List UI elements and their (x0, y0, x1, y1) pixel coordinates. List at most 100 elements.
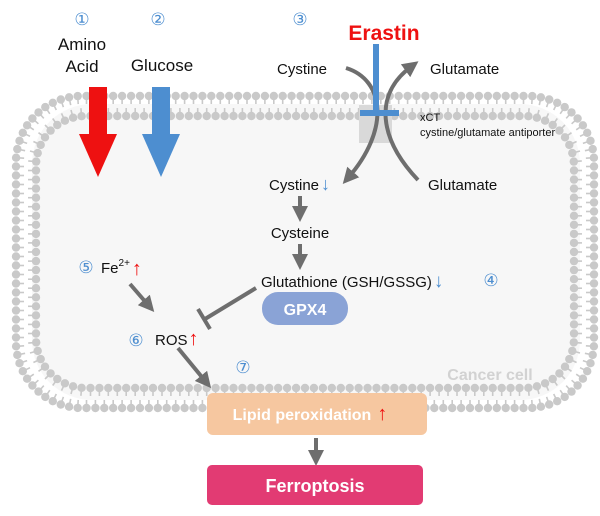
lipid-head (565, 354, 574, 364)
lipid-head (238, 383, 247, 393)
lipid-head (117, 403, 127, 413)
lipid-head (11, 297, 21, 306)
lipid-head (555, 369, 564, 378)
lipid-head (31, 320, 41, 329)
lipid-head (456, 403, 466, 413)
lipid-head (144, 403, 154, 413)
lipid-head (465, 91, 475, 101)
lipid-head (403, 91, 412, 101)
lipid-head (578, 121, 588, 130)
cystine-inside-label: Cystine↓ (269, 174, 330, 194)
lipid-head (479, 111, 488, 121)
lipid-head (461, 111, 471, 121)
lipid-head (31, 329, 41, 338)
lipid-head (32, 157, 41, 166)
lipid-head (448, 403, 457, 413)
lipid-head (36, 354, 45, 364)
lipid-head (11, 288, 21, 297)
lipid-head (202, 111, 211, 121)
lipid-head (417, 383, 426, 393)
lipid-head (589, 225, 599, 234)
lipid-head (470, 111, 479, 121)
lipid-head (524, 383, 533, 392)
lipid-head (82, 403, 91, 413)
lipid-head (287, 91, 296, 101)
lipid-head (589, 261, 599, 270)
lipid-head (434, 111, 444, 121)
lipid-head (548, 374, 557, 384)
lipid-head (278, 91, 287, 101)
lipid-head (501, 403, 510, 413)
cell-interior (32, 104, 580, 400)
lipid-head (323, 91, 332, 101)
lipid-head (515, 383, 524, 393)
lipid-head (86, 383, 95, 393)
lipid-head (528, 91, 537, 101)
lipid-head (569, 265, 579, 275)
lipid-head (31, 184, 41, 193)
lipid-head (586, 359, 595, 368)
lipid-head (11, 324, 21, 333)
lipid-head (77, 383, 86, 392)
lipid-head (211, 111, 220, 121)
lipid-head (202, 383, 211, 393)
lipid-head (569, 211, 579, 220)
lipid-head (100, 403, 109, 413)
lipid-head (64, 93, 74, 102)
lipid-head (216, 91, 225, 101)
lipid-head (390, 383, 399, 393)
lipid-head (157, 383, 167, 393)
lipid-head (560, 102, 569, 112)
lipid-head (162, 403, 171, 413)
lipid-head (300, 383, 310, 393)
lipid-head (567, 387, 576, 396)
lipid-head (126, 403, 136, 413)
lipid-head (589, 189, 599, 198)
lipid-head (282, 383, 292, 393)
lipid-head (524, 112, 533, 121)
lipid-head (265, 383, 274, 393)
lipid-head (327, 111, 336, 121)
lipid-head (305, 91, 314, 101)
lipid-head (41, 102, 50, 112)
lipid-head (461, 383, 471, 393)
lipid-head (479, 383, 488, 393)
amino-acid-arrow (79, 87, 117, 177)
lipid-head (408, 383, 417, 393)
lipid-head (11, 225, 21, 234)
lipid-head (13, 144, 22, 154)
ferroptosis-box (207, 465, 423, 505)
lipid-head (40, 133, 50, 142)
lipid-head (553, 397, 562, 406)
lipid-head (421, 91, 430, 101)
lipid-head (545, 95, 554, 104)
amino-label-line1: Amino (58, 35, 106, 54)
lipid-head (265, 111, 274, 121)
lipid-head (448, 91, 457, 101)
lipid-head (56, 400, 65, 409)
lipid-head (569, 320, 579, 329)
lipid-head (225, 91, 234, 101)
lipid-head (117, 91, 127, 101)
lipid-head (68, 113, 78, 122)
lipid-head (64, 402, 74, 411)
lipid-head (296, 91, 305, 101)
lipid-head (483, 403, 493, 413)
lipid-head (33, 148, 42, 158)
lipid-head (198, 91, 207, 101)
lipid-head (553, 98, 562, 108)
lipid-head (113, 383, 122, 393)
number-5: ⑤ (78, 258, 93, 277)
lipid-head (569, 229, 579, 239)
lipid-head (31, 229, 41, 239)
lipid-head (573, 114, 582, 123)
lipid-head (492, 403, 501, 413)
lipid-head (60, 379, 70, 388)
xct-label: xCT (420, 112, 440, 124)
number-4: ④ (483, 271, 498, 290)
lipid-head (589, 324, 599, 333)
lipid-head (569, 157, 578, 166)
lipid-head (452, 111, 462, 121)
lipid-head (560, 133, 570, 142)
lipid-head (589, 288, 599, 297)
